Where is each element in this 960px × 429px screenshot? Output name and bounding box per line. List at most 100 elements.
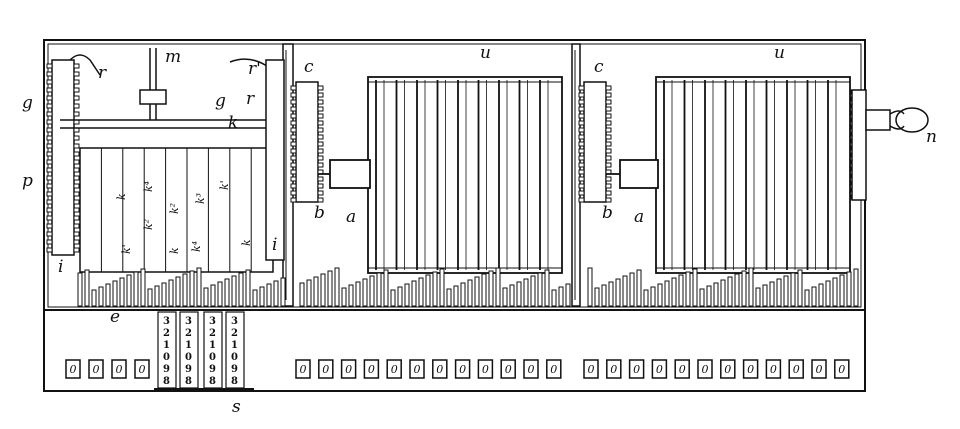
gear-tooth [73, 79, 80, 85]
label-a2: a [634, 207, 644, 227]
display-window [697, 359, 713, 379]
comb-tooth [692, 268, 698, 307]
display-digit: 0 [610, 363, 617, 376]
comb-tooth [650, 286, 656, 307]
comb-tooth [397, 286, 403, 307]
comb-tooth [776, 278, 782, 307]
strip-digit: 9 [209, 364, 216, 375]
gear-tooth [73, 183, 80, 189]
comb-tooth [516, 281, 522, 307]
display-window [295, 359, 311, 379]
comb-tooth [390, 289, 396, 307]
label-r-prime: r' [248, 59, 261, 79]
comb-tooth [537, 272, 543, 307]
comb-tooth [615, 278, 621, 307]
display-window [409, 359, 425, 379]
comb-tooth [762, 284, 768, 307]
gear-tooth [46, 87, 53, 93]
comb-tooth [678, 274, 684, 307]
gear-tooth [578, 155, 585, 161]
comb-tooth [790, 272, 796, 307]
display-digit: 0 [139, 363, 146, 376]
gear-tooth [46, 159, 53, 165]
gear-tooth [317, 127, 324, 133]
comb-tooth [418, 277, 424, 307]
gear-tooth [46, 63, 53, 69]
gear-tooth [578, 190, 585, 196]
display-digit: 0 [656, 363, 663, 376]
gear-tooth [317, 120, 324, 126]
gear-tooth [605, 106, 612, 112]
display-window [606, 359, 622, 379]
comb-tooth [404, 283, 410, 307]
comb-tooth [105, 283, 111, 307]
gear-tooth [578, 113, 585, 119]
comb-teeth [77, 267, 859, 307]
strip-digit: 0 [209, 352, 216, 363]
display-window [386, 359, 402, 379]
gear-tooth [605, 99, 612, 105]
label-u1: u [480, 43, 491, 63]
strip-digit: 1 [231, 340, 238, 351]
gear-tooth [578, 127, 585, 133]
comb-tooth [783, 275, 789, 307]
display-window [765, 359, 782, 379]
gear-tooth [73, 215, 80, 221]
gear-tooth [317, 113, 324, 119]
gear-tooth [46, 239, 53, 245]
gear-tooth [317, 106, 324, 112]
comb-tooth [252, 289, 258, 307]
strip-digit: 2 [185, 328, 192, 339]
comb-tooth [797, 269, 803, 307]
strip-digit: 1 [209, 340, 216, 351]
comb-tooth [231, 275, 237, 307]
gear-tooth [578, 99, 585, 105]
gear-tooth [290, 106, 297, 112]
display-digit: 0 [724, 363, 731, 376]
drum-u-2 [606, 76, 851, 274]
drum-k-label: k⁴ [190, 241, 203, 252]
gear-tooth [46, 143, 53, 149]
gear-tooth [290, 169, 297, 175]
gear-tooth [605, 113, 612, 119]
strip-digit: 9 [163, 364, 170, 375]
strip-digit: 8 [185, 376, 192, 387]
strip-digit: 8 [231, 376, 238, 387]
comb-tooth [769, 281, 775, 307]
label-k: k [228, 113, 238, 133]
drum-k-label: k [168, 247, 181, 254]
strip-base [154, 388, 254, 392]
gear-tooth [46, 135, 53, 141]
comb-tooth [664, 280, 670, 307]
comb-tooth [488, 270, 494, 307]
display-window [583, 359, 599, 379]
drum-k-label: k [115, 193, 128, 200]
comb-tooth [839, 274, 845, 307]
display-digit: 0 [414, 363, 421, 376]
comb-tooth [369, 275, 375, 307]
comb-tooth [182, 273, 188, 307]
gear-tooth [73, 159, 80, 165]
comb-tooth [217, 281, 223, 307]
comb-tooth [341, 287, 347, 307]
gear-tooth [73, 95, 80, 101]
gear-tooth [46, 79, 53, 85]
gear-tooth [46, 103, 53, 109]
label-g-left: g [22, 93, 33, 113]
gear-tooth [73, 87, 80, 93]
gear-tooth [46, 231, 53, 237]
display-digit: 0 [345, 363, 352, 376]
comb-tooth [608, 281, 614, 307]
display-window [477, 359, 494, 379]
strip-digit: 9 [231, 364, 238, 375]
gear-tooth [317, 190, 324, 196]
comb-tooth [741, 270, 747, 307]
comb-tooth [804, 289, 810, 307]
display-window [340, 359, 357, 379]
gear-tooth [317, 99, 324, 105]
comb-tooth [502, 287, 508, 307]
comb-tooth [671, 277, 677, 307]
gear-tooth [317, 92, 324, 98]
gear-tooth [290, 99, 297, 105]
gear-tooth [317, 134, 324, 140]
